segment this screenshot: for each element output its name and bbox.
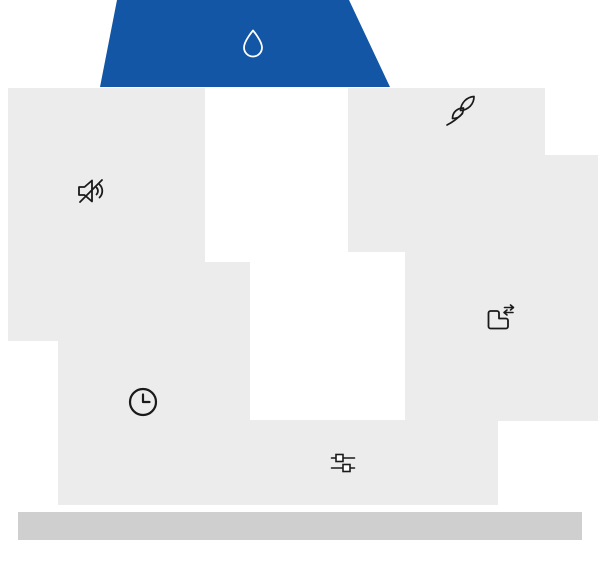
- header-banner: [100, 0, 390, 87]
- bottom-bar: [18, 512, 582, 540]
- hose-sync-icon[interactable]: [478, 302, 518, 342]
- panel-connect: [405, 155, 598, 421]
- leaf-icon[interactable]: [439, 92, 479, 132]
- sliders-icon[interactable]: [328, 448, 358, 478]
- water-drop-icon: [243, 29, 263, 58]
- clock-icon[interactable]: [125, 384, 161, 420]
- speaker-mute-icon[interactable]: [71, 171, 111, 211]
- panel-settings: [203, 420, 498, 505]
